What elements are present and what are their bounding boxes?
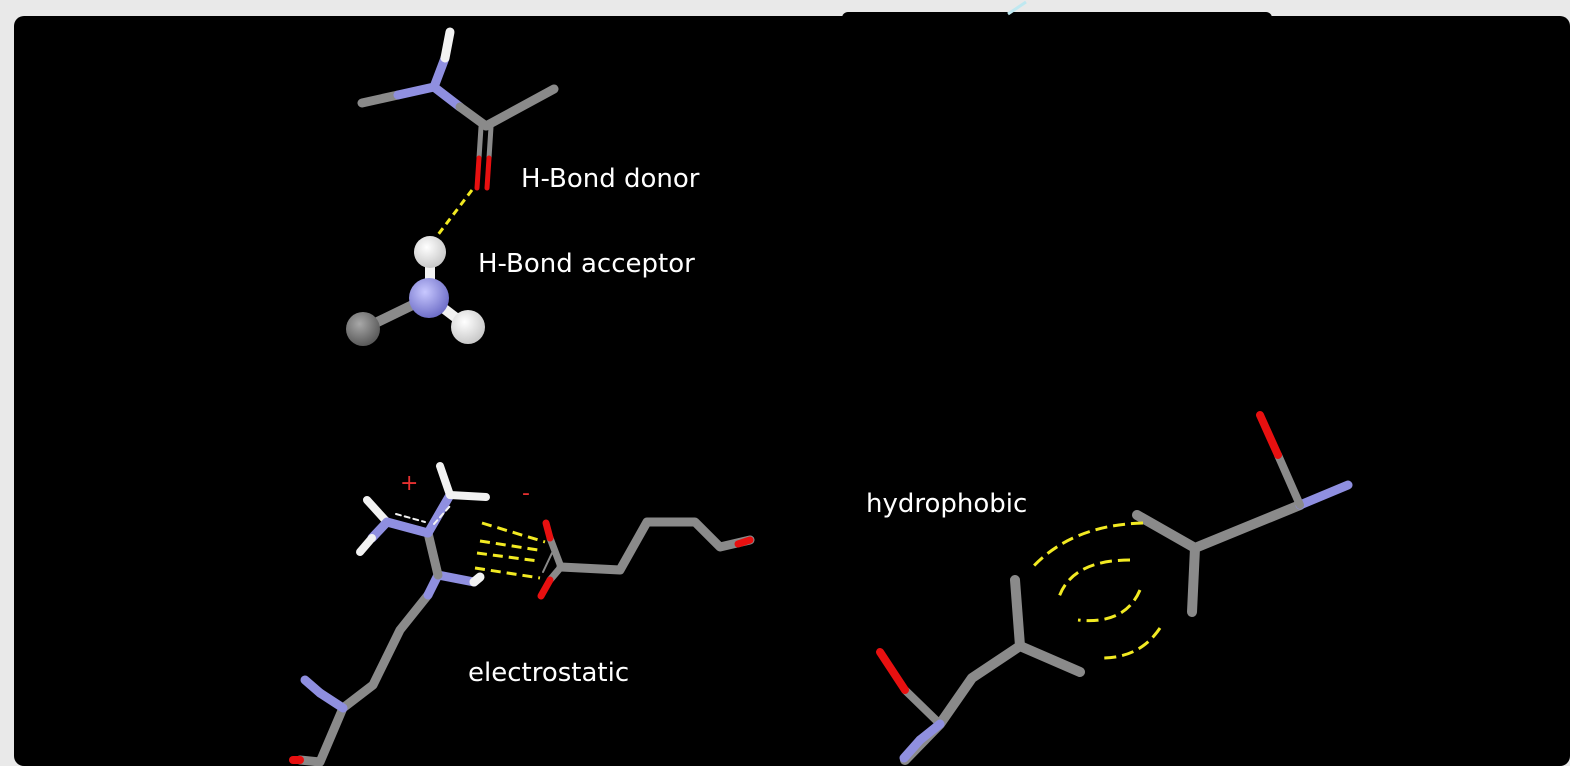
- viewport-background: [14, 16, 1570, 766]
- hbond-donor-molecule: [346, 236, 485, 346]
- hydrophobic-contact-arcs: [1028, 521, 1162, 660]
- leucine-sidechain-upper: [1132, 411, 1353, 617]
- hbond-donor-label: H-Bond donor: [521, 164, 700, 194]
- glutamate-sidechain: [537, 517, 755, 600]
- top-highlight-mark: [1007, 0, 1027, 16]
- hbond-dashed-line: [432, 189, 474, 241]
- electrostatic-label: electrostatic: [468, 658, 629, 688]
- top-tab-shape: [842, 12, 1272, 26]
- arginine-sidechain: [289, 462, 490, 766]
- hbond-acceptor-molecule: [357, 27, 559, 191]
- hydrophobic-label: hydrophobic: [866, 489, 1027, 519]
- salt-bridge-dashes: [474, 521, 546, 580]
- positive-charge-sign: +: [400, 471, 418, 496]
- leucine-sidechain-lower: [876, 575, 1085, 765]
- negative-charge-sign: -: [522, 481, 530, 506]
- hbond-acceptor-label: H-Bond acceptor: [478, 249, 695, 279]
